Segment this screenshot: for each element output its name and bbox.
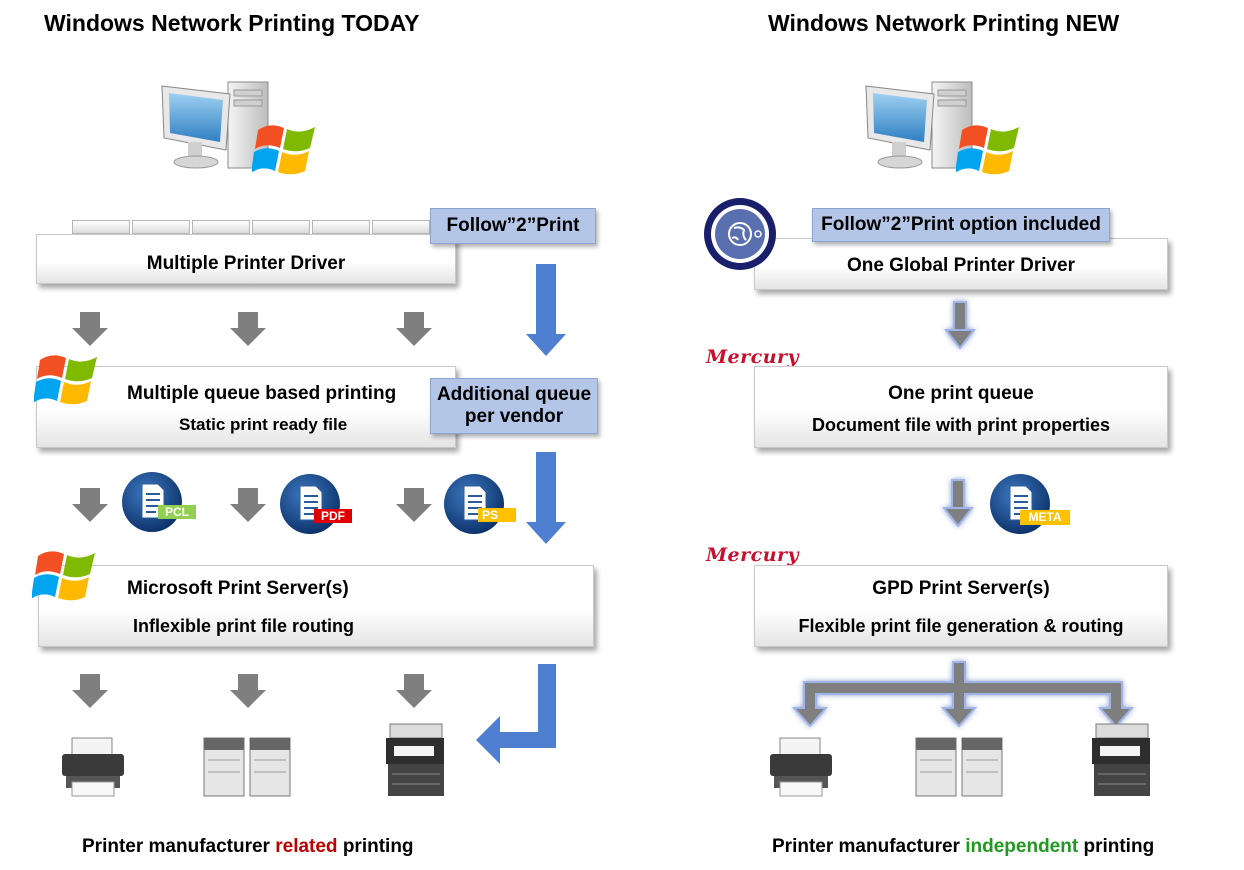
document-icon bbox=[988, 472, 1052, 536]
additional-queue-line1: Additional queue bbox=[436, 384, 592, 405]
arrow-down-icon bbox=[72, 312, 108, 346]
left-title: Windows Network Printing TODAY bbox=[44, 10, 420, 36]
blue-arrow-down-icon bbox=[526, 264, 566, 356]
arrow-down-icon bbox=[396, 312, 432, 346]
mercury-logo: Mercury bbox=[706, 346, 800, 368]
copier-icon bbox=[198, 730, 298, 800]
multifunction-printer-icon bbox=[1086, 720, 1156, 800]
windows-logo-icon bbox=[34, 348, 104, 408]
microsoft-print-server-box: Microsoft Print Server(s) Inflexible pri… bbox=[38, 565, 594, 647]
left-footer-highlight: related bbox=[275, 836, 338, 857]
follow2print-option-label: Follow”2”Print option included bbox=[821, 214, 1101, 235]
copier-icon bbox=[910, 730, 1010, 800]
arrow-down-icon bbox=[72, 488, 108, 522]
blue-arrow-left-icon bbox=[476, 664, 556, 764]
windows-logo-icon bbox=[32, 544, 102, 604]
ps-badge: PS bbox=[478, 508, 516, 522]
microsoft-print-server-title: Microsoft Print Server(s) bbox=[127, 578, 349, 599]
follow2print-option-tag: Follow”2”Print option included bbox=[812, 208, 1110, 242]
document-icon bbox=[278, 472, 342, 536]
gpd-print-server-box: GPD Print Server(s) Flexible print file … bbox=[754, 565, 1168, 647]
left-footer-post: printing bbox=[337, 836, 414, 857]
globe-badge-icon bbox=[704, 198, 776, 270]
follow2print-label: Follow”2”Print bbox=[446, 215, 580, 236]
right-title: Windows Network Printing NEW bbox=[768, 10, 1120, 36]
left-footer-pre: Printer manufacturer bbox=[82, 836, 276, 857]
document-icon bbox=[442, 472, 506, 536]
arrow-down-icon bbox=[230, 312, 266, 346]
gpd-print-server-subtitle: Flexible print file generation & routing bbox=[798, 616, 1124, 636]
arrow-down-icon bbox=[396, 488, 432, 522]
gpd-print-server-title: GPD Print Server(s) bbox=[872, 578, 1050, 599]
arrow-down-icon bbox=[943, 301, 977, 350]
additional-queue-line2: per vendor bbox=[464, 406, 564, 427]
multifunction-printer-icon bbox=[380, 720, 450, 800]
microsoft-print-server-subtitle: Inflexible print file routing bbox=[133, 616, 355, 636]
right-footer-highlight: independent bbox=[965, 836, 1079, 857]
windows-logo-icon bbox=[956, 118, 1026, 178]
arrow-down-icon bbox=[72, 674, 108, 708]
mercury-logo: Mercury bbox=[706, 544, 800, 566]
blue-arrow-down-icon bbox=[526, 452, 566, 544]
right-footer: Printer manufacturer independent printin… bbox=[772, 836, 1154, 858]
meta-badge: META bbox=[1020, 510, 1070, 525]
multiple-printer-driver-label: Multiple Printer Driver bbox=[146, 253, 346, 274]
right-footer-pre: Printer manufacturer bbox=[772, 836, 966, 857]
multiple-queue-box: Multiple queue based printing Static pri… bbox=[36, 366, 456, 448]
one-global-driver-box: One Global Printer Driver bbox=[754, 238, 1168, 290]
driver-tabs bbox=[72, 220, 432, 234]
one-print-queue-box: One print queue Document file with print… bbox=[754, 366, 1168, 448]
left-footer: Printer manufacturer related printing bbox=[82, 836, 414, 858]
arrow-down-icon bbox=[941, 479, 975, 528]
multiple-printer-driver-box: Multiple Printer Driver bbox=[36, 234, 456, 284]
pcl-badge: PCL bbox=[158, 505, 196, 519]
windows-logo-icon bbox=[252, 118, 322, 178]
document-icon bbox=[120, 470, 184, 534]
one-print-queue-title: One print queue bbox=[888, 383, 1034, 404]
additional-queue-tag: Additional queue per vendor bbox=[430, 378, 598, 434]
right-footer-post: printing bbox=[1078, 836, 1155, 857]
multiple-queue-subtitle: Static print ready file bbox=[179, 415, 348, 434]
follow2print-tag: Follow”2”Print bbox=[430, 208, 596, 244]
arrow-down-icon bbox=[230, 488, 266, 522]
multiple-queue-title: Multiple queue based printing bbox=[127, 383, 397, 404]
one-print-queue-subtitle: Document file with print properties bbox=[811, 415, 1111, 435]
arrow-down-icon bbox=[230, 674, 266, 708]
distribution-arrows-icon bbox=[791, 661, 1135, 728]
pdf-badge: PDF bbox=[314, 509, 352, 523]
printer-icon bbox=[58, 732, 128, 802]
printer-icon bbox=[766, 732, 836, 802]
one-global-driver-label: One Global Printer Driver bbox=[846, 255, 1076, 276]
arrow-down-icon bbox=[396, 674, 432, 708]
